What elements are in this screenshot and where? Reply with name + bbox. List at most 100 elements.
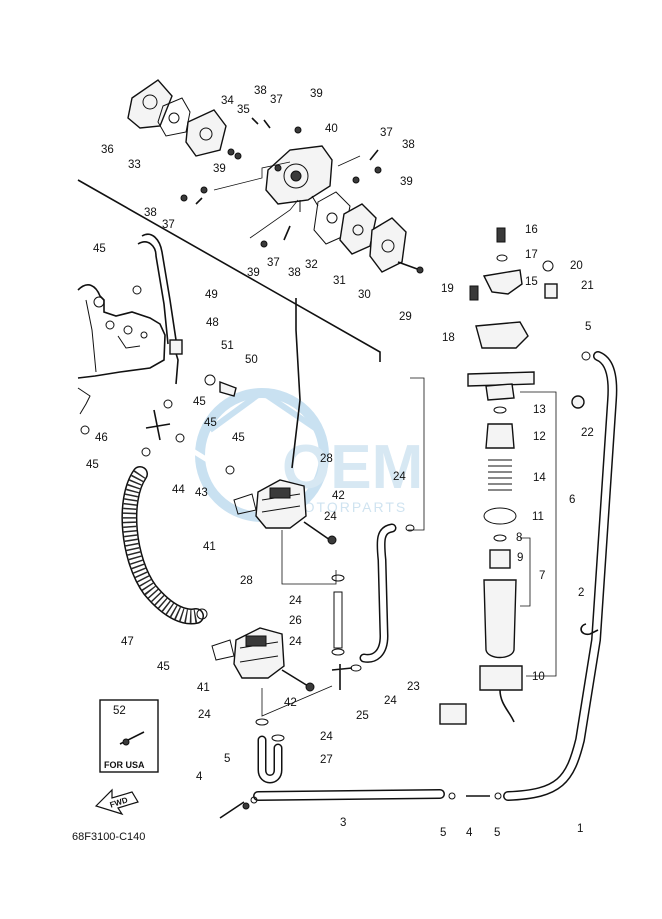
callout-37: 37 bbox=[380, 127, 393, 139]
callout-48: 48 bbox=[206, 317, 219, 329]
washer-17 bbox=[496, 254, 508, 262]
filter-cup-7 bbox=[483, 579, 517, 659]
for-usa-label: FOR USA bbox=[104, 760, 145, 770]
clip-24-b bbox=[331, 648, 345, 656]
callout-4: 4 bbox=[196, 771, 203, 783]
bracket-18 bbox=[475, 321, 529, 349]
hose-26 bbox=[333, 591, 343, 649]
hose-1 bbox=[503, 351, 618, 801]
callout-35: 35 bbox=[237, 104, 250, 116]
callout-19: 19 bbox=[441, 283, 454, 295]
callout-45: 45 bbox=[232, 432, 245, 444]
watermark-brand: OEM bbox=[282, 433, 423, 502]
callout-45: 45 bbox=[157, 661, 170, 673]
callout-47: 47 bbox=[121, 636, 134, 648]
clip-45-d bbox=[225, 465, 235, 475]
callout-24: 24 bbox=[320, 731, 333, 743]
fitting-50 bbox=[219, 380, 237, 397]
clip-24-d bbox=[405, 524, 415, 532]
top-plate-40-mid bbox=[185, 109, 227, 157]
callout-32: 32 bbox=[305, 259, 318, 271]
o-ring-13 bbox=[493, 406, 507, 414]
callout-30: 30 bbox=[358, 289, 371, 301]
callout-13: 13 bbox=[533, 404, 546, 416]
filter-link-line bbox=[408, 377, 425, 531]
pump-link-lines bbox=[281, 530, 337, 585]
clip-45-b bbox=[163, 399, 173, 409]
callout-46: 46 bbox=[95, 432, 108, 444]
screw-16 bbox=[496, 227, 506, 243]
fwd-arrow: FWD bbox=[94, 788, 139, 816]
bracket-6-lines bbox=[520, 391, 557, 677]
callout-45: 45 bbox=[204, 417, 217, 429]
callout-49: 49 bbox=[205, 289, 218, 301]
bolt-42-upper bbox=[303, 521, 331, 541]
callout-14: 14 bbox=[533, 472, 546, 484]
callout-6: 6 bbox=[569, 494, 575, 506]
drawing-code: 68F3100-C140 bbox=[72, 831, 145, 843]
callout-28: 28 bbox=[240, 575, 253, 587]
callout-39: 39 bbox=[213, 163, 226, 175]
callout-45: 45 bbox=[193, 396, 206, 408]
callout-10: 10 bbox=[532, 671, 545, 683]
engine-boundary-line bbox=[77, 179, 381, 362]
callout-37: 37 bbox=[162, 219, 175, 231]
hose-23 bbox=[359, 523, 397, 663]
clip-5-right bbox=[494, 792, 502, 800]
callout-15: 15 bbox=[525, 276, 538, 288]
callout-25: 25 bbox=[356, 710, 369, 722]
top-small-parts bbox=[180, 117, 382, 248]
joint-46 bbox=[145, 409, 171, 441]
callout-2: 2 bbox=[578, 587, 584, 599]
for-usa-box bbox=[99, 699, 159, 773]
callout-4: 4 bbox=[466, 827, 473, 839]
callout-38: 38 bbox=[144, 207, 157, 219]
bracket-15 bbox=[482, 269, 523, 295]
callout-42: 42 bbox=[284, 697, 297, 709]
upper-fuel-pump-40 bbox=[265, 145, 333, 212]
callout-34: 34 bbox=[221, 95, 234, 107]
callout-44: 44 bbox=[172, 484, 185, 496]
corrugated-hose-44-47 bbox=[121, 466, 204, 625]
callout-1: 1 bbox=[577, 823, 583, 835]
callout-5: 5 bbox=[494, 827, 500, 839]
callout-40: 40 bbox=[325, 123, 338, 135]
top-assembly-lines bbox=[213, 155, 361, 239]
clip-24-f bbox=[271, 734, 285, 742]
callout-24: 24 bbox=[289, 636, 302, 648]
callout-24: 24 bbox=[289, 595, 302, 607]
callout-23: 23 bbox=[407, 681, 420, 693]
grommet-21 bbox=[544, 283, 558, 299]
washer-51 bbox=[204, 374, 216, 386]
callout-29: 29 bbox=[399, 311, 412, 323]
connector-4-left bbox=[219, 801, 250, 819]
callout-18: 18 bbox=[442, 332, 455, 344]
cup-nut-10 bbox=[479, 665, 523, 691]
top-plate-36 bbox=[127, 79, 173, 129]
callout-39: 39 bbox=[310, 88, 323, 100]
engine-block bbox=[77, 284, 166, 435]
callout-28: 28 bbox=[320, 453, 333, 465]
callout-52: 52 bbox=[113, 705, 126, 717]
bolt-42-lower bbox=[281, 669, 309, 687]
clip-45-c bbox=[175, 433, 185, 443]
callout-37: 37 bbox=[270, 94, 283, 106]
bolt-19 bbox=[469, 285, 479, 301]
callout-8: 8 bbox=[516, 532, 522, 544]
callout-22: 22 bbox=[581, 427, 594, 439]
clip-24-a bbox=[331, 574, 345, 582]
hose-49 bbox=[137, 233, 177, 345]
filter-cap bbox=[467, 371, 535, 387]
spring-14 bbox=[488, 459, 512, 491]
callout-17: 17 bbox=[525, 249, 538, 261]
float-9 bbox=[489, 549, 511, 569]
callout-24: 24 bbox=[324, 511, 337, 523]
clip-45-a bbox=[132, 285, 142, 295]
clip-2 bbox=[580, 623, 599, 636]
callout-9: 9 bbox=[517, 552, 523, 564]
fuel-pump-28-lower bbox=[233, 627, 285, 679]
fuel-line-vertical bbox=[291, 298, 301, 469]
nut-20 bbox=[542, 260, 554, 272]
o-ring-11 bbox=[483, 507, 517, 525]
